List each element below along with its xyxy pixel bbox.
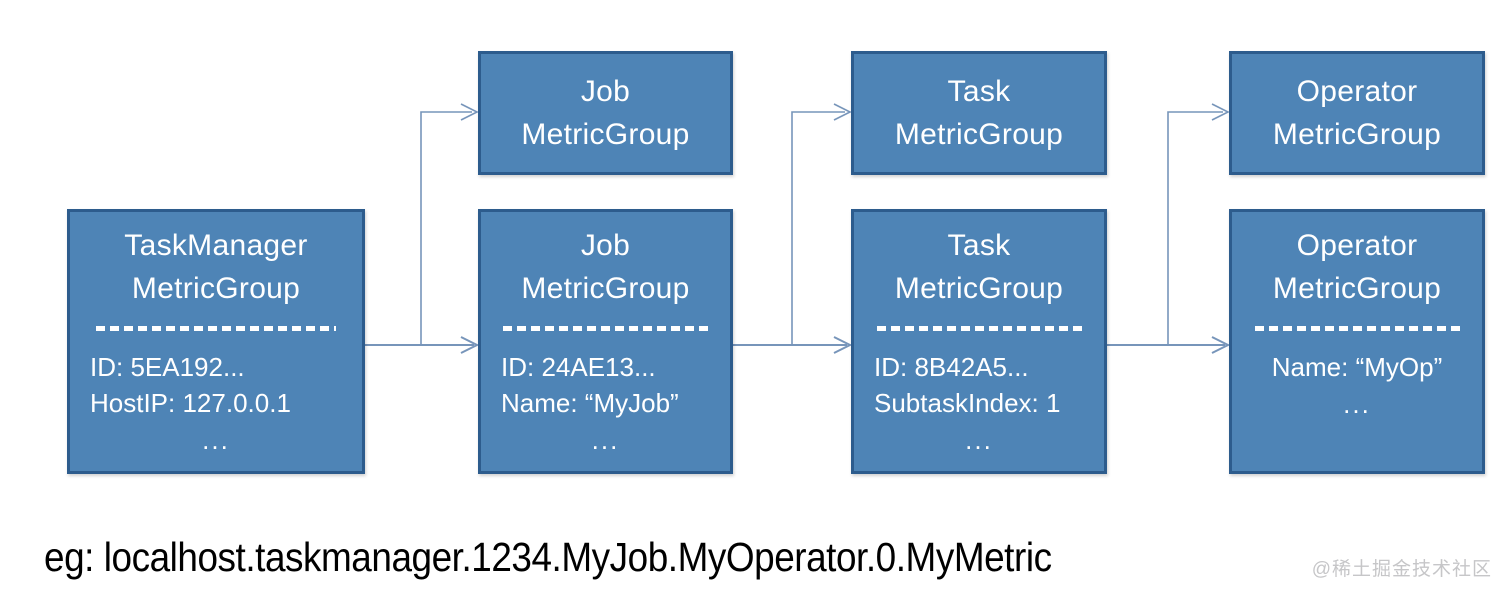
box-title-line1: Task: [947, 229, 1011, 262]
box-title: Operator MetricGroup: [1273, 70, 1441, 156]
box-details: ID: 24AE13... Name: “MyJob”: [501, 349, 718, 421]
operator-metricgroup-top-box: Operator MetricGroup: [1229, 51, 1485, 175]
box-title: TaskManager MetricGroup: [70, 224, 362, 310]
detail-hostip: HostIP: 127.0.0.1: [90, 388, 291, 418]
box-details: ID: 8B42A5... SubtaskIndex: 1: [874, 349, 1092, 421]
box-title-line2: MetricGroup: [1272, 118, 1442, 151]
arrow-job-to-task-top: [791, 111, 845, 345]
dashed-separator: [96, 326, 336, 331]
taskmanager-metricgroup-box: TaskManager MetricGroup ID: 5EA192... Ho…: [67, 209, 365, 474]
box-title: Task MetricGroup: [854, 224, 1104, 310]
detail-id: ID: 24AE13...: [501, 352, 656, 382]
detail-name: Name: “MyJob”: [501, 388, 679, 418]
job-metricgroup-top-box: Job MetricGroup: [478, 51, 733, 175]
box-details: ID: 5EA192... HostIP: 127.0.0.1: [90, 349, 350, 421]
task-metricgroup-box: Task MetricGroup ID: 8B42A5... SubtaskIn…: [851, 209, 1107, 474]
box-details: Name: “MyOp”: [1232, 349, 1482, 385]
arrowhead-job-main: [460, 336, 480, 354]
dashed-separator: [1254, 326, 1460, 331]
box-title-line1: Job: [580, 229, 631, 262]
box-title-line1: Job: [580, 75, 631, 108]
arrowhead-operator-main: [1211, 336, 1231, 354]
detail-id: ID: 8B42A5...: [874, 352, 1029, 382]
arrow-task-to-operator-top: [1167, 111, 1223, 345]
detail-id: ID: 5EA192...: [90, 352, 245, 382]
box-title-line1: Operator: [1296, 229, 1418, 262]
arrowhead-task-main: [833, 336, 853, 354]
ellipsis: ...: [1343, 389, 1371, 419]
ellipsis: ...: [202, 425, 230, 455]
detail-subtaskindex: SubtaskIndex: 1: [874, 388, 1061, 418]
box-title-line2: MetricGroup: [521, 272, 690, 305]
box-title-line2: MetricGroup: [131, 272, 301, 305]
operator-metricgroup-box: Operator MetricGroup Name: “MyOp” ...: [1229, 209, 1485, 474]
job-metricgroup-box: Job MetricGroup ID: 24AE13... Name: “MyJ…: [478, 209, 733, 474]
arrowhead-task-top: [833, 103, 852, 121]
box-title-line1: TaskManager: [124, 229, 308, 262]
box-title: Job MetricGroup: [521, 70, 689, 156]
box-title-line2: MetricGroup: [521, 118, 690, 151]
detail-name: Name: “MyOp”: [1271, 352, 1443, 382]
box-title-line1: Operator: [1296, 75, 1418, 108]
task-metricgroup-top-box: Task MetricGroup: [851, 51, 1107, 175]
box-title: Job MetricGroup: [481, 224, 730, 310]
dashed-separator: [876, 326, 1082, 331]
box-title: Task MetricGroup: [895, 70, 1063, 156]
juejin-community-watermark: @稀土掘金技术社区: [1311, 559, 1492, 580]
ellipsis: ...: [591, 425, 620, 455]
box-title-line2: MetricGroup: [894, 272, 1064, 305]
box-title: Operator MetricGroup: [1232, 224, 1482, 310]
arrow-taskmanager-to-job-top: [420, 111, 472, 345]
arrowhead-operator-top: [1211, 103, 1230, 121]
box-title-line2: MetricGroup: [894, 118, 1064, 151]
box-title-line2: MetricGroup: [1272, 272, 1442, 305]
ellipsis: ...: [965, 425, 993, 455]
dashed-separator: [503, 326, 708, 331]
box-title-line1: Task: [947, 75, 1011, 108]
metric-identifier-example-caption: eg: localhost.taskmanager.1234.MyJob.MyO…: [44, 534, 1052, 580]
arrowhead-job-top: [460, 103, 479, 121]
